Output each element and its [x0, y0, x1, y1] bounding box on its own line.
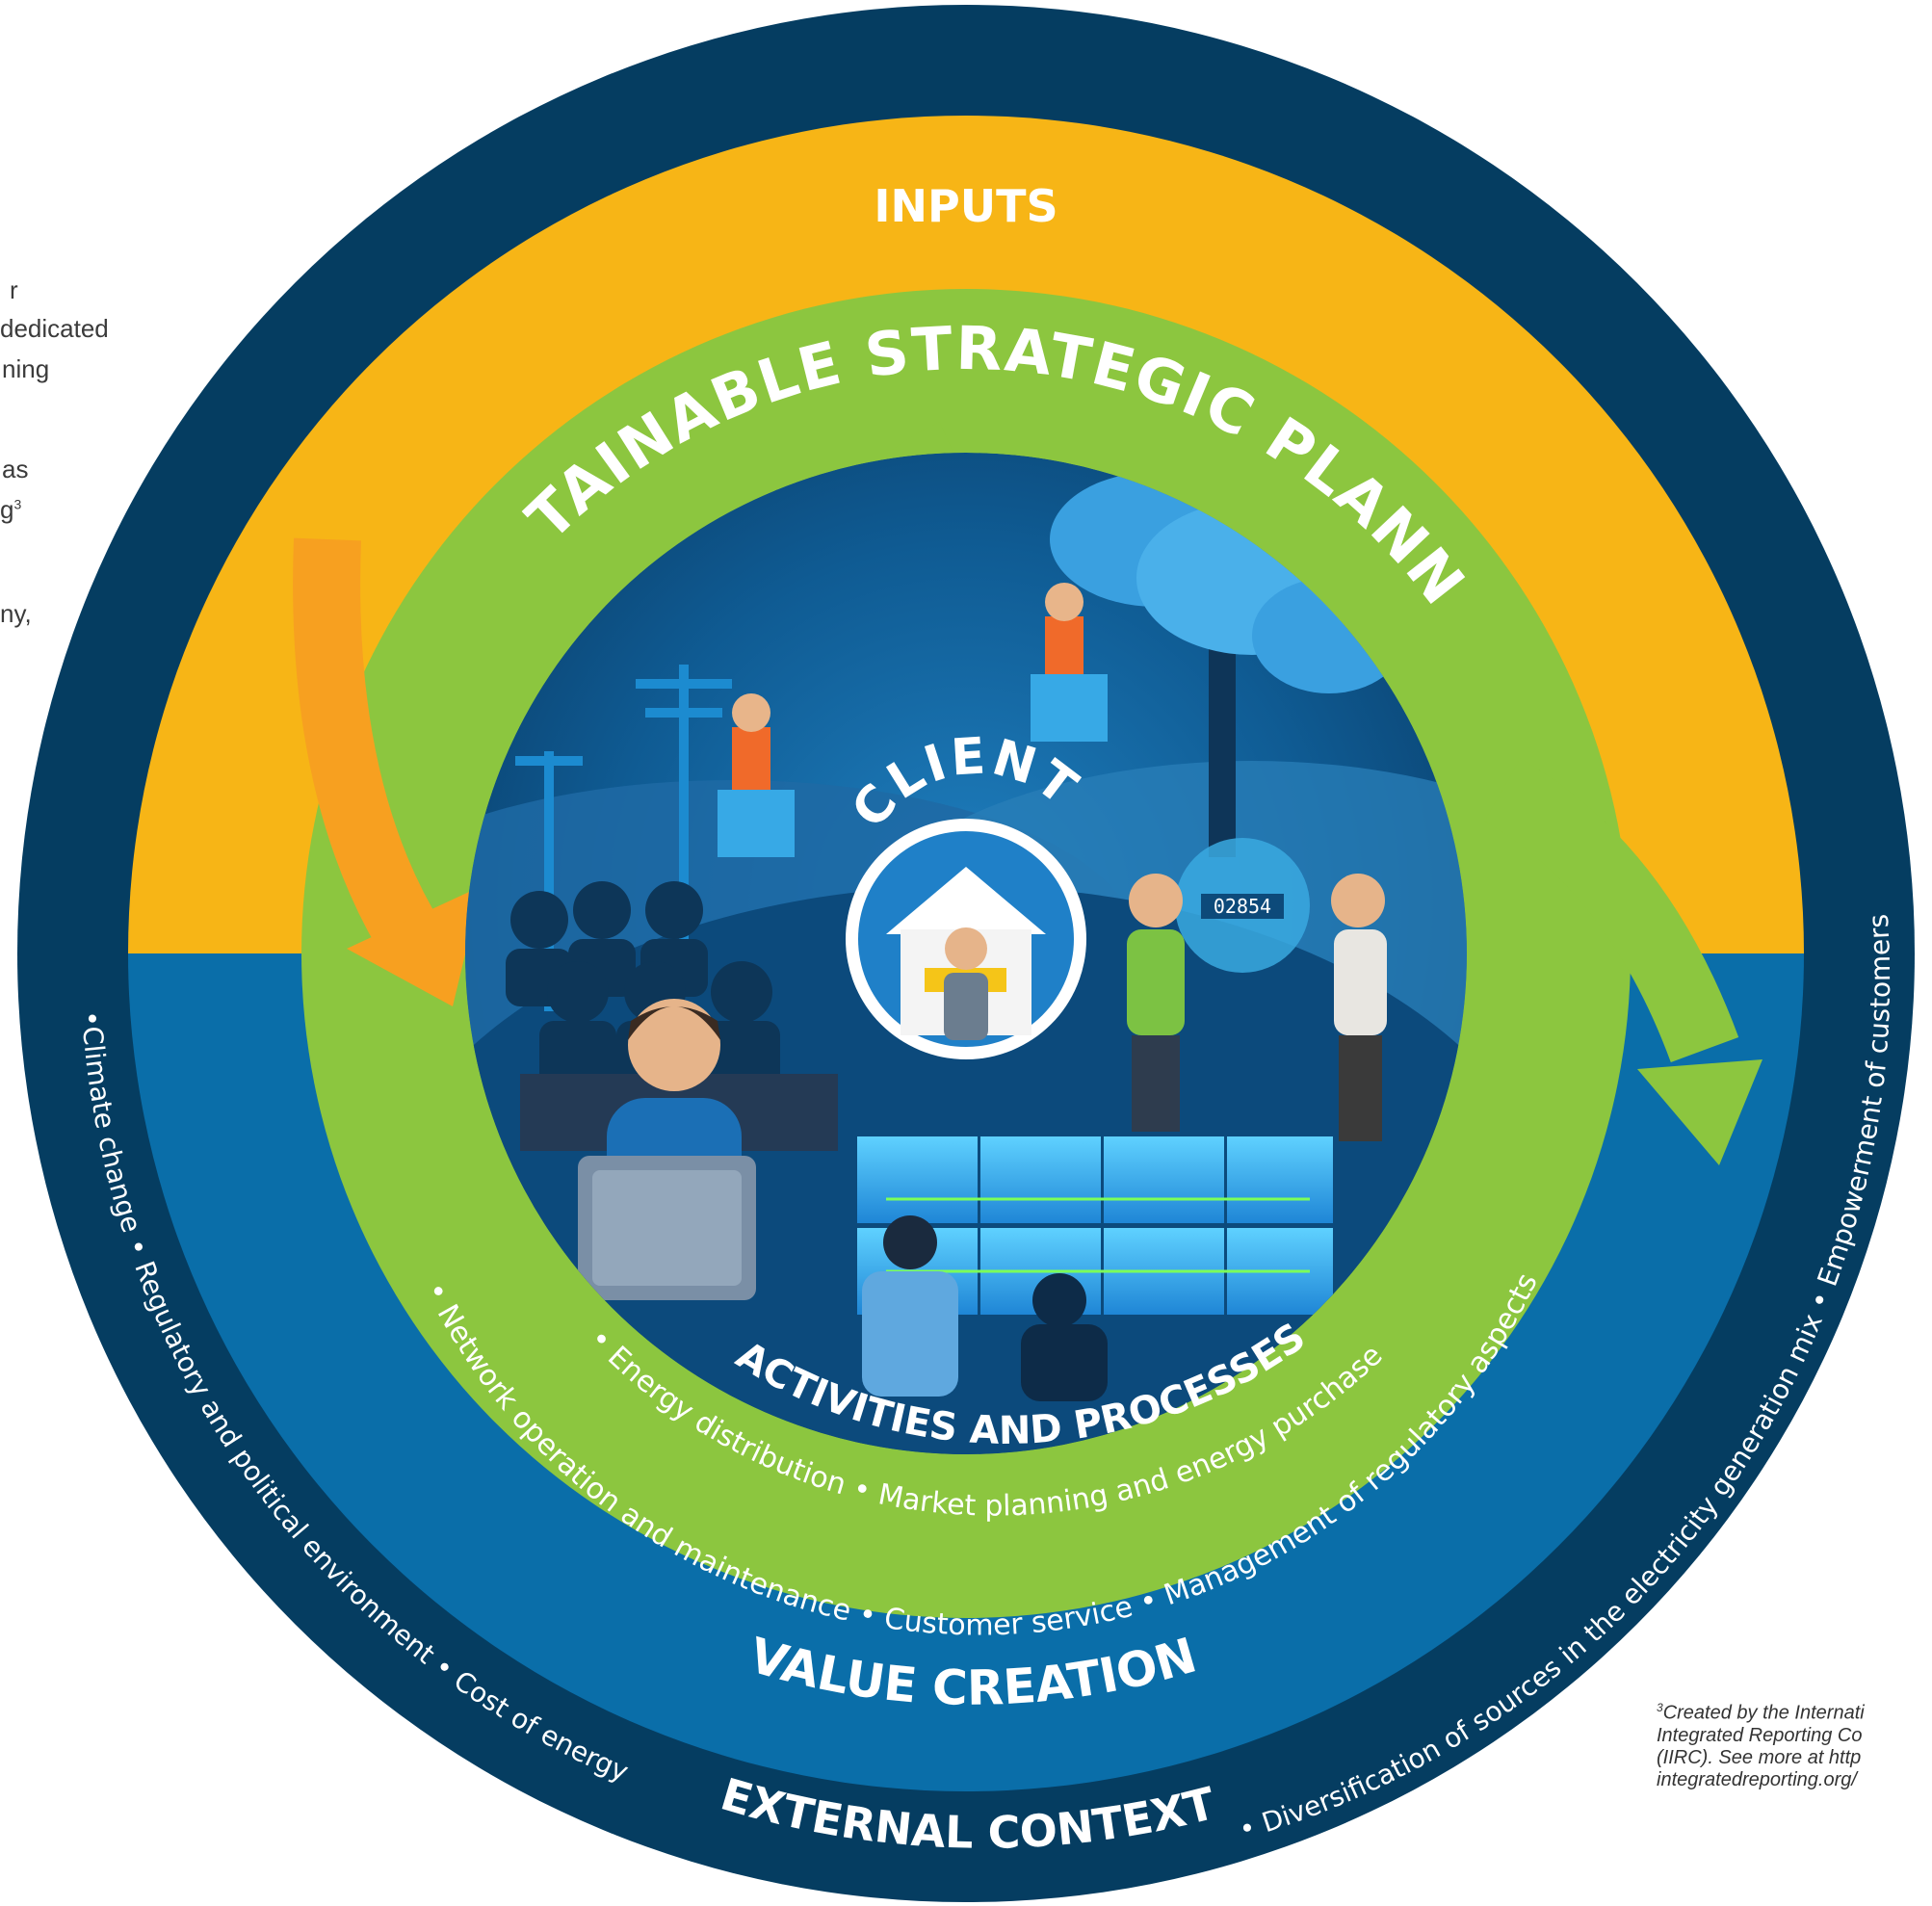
footnote-line-4: integratedreporting.org/	[1657, 1768, 1857, 1790]
meter-reading-scene: 02854	[1127, 838, 1387, 1141]
orange-arrow	[293, 537, 482, 1006]
footnote: 3Created by the Internati Integrated Rep…	[1657, 1701, 1865, 1791]
green-arrow-right	[1483, 758, 1762, 1165]
control-room-screens	[857, 1136, 1333, 1401]
call-center	[506, 881, 838, 1300]
footnote-line-2: Integrated Reporting Co	[1657, 1724, 1863, 1746]
client-house-badge	[846, 819, 1086, 1059]
footnote-line-1: 3Created by the Internati	[1657, 1701, 1865, 1724]
meter-reading: 02854	[1214, 895, 1271, 918]
footnote-line-3: (IIRC). See more at http	[1657, 1746, 1862, 1768]
bucket-workers	[718, 583, 1108, 857]
inputs-label: INPUTS	[874, 180, 1057, 232]
